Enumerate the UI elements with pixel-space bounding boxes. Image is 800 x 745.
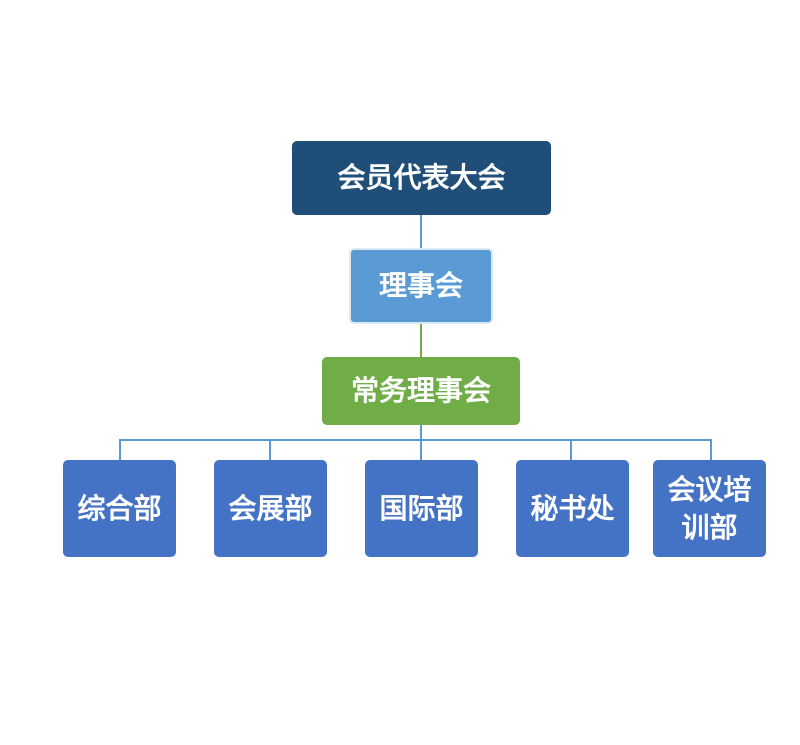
- node-department: 秘书处: [516, 460, 629, 557]
- department-label: 秘书处: [530, 491, 615, 525]
- node-assembly-label: 会员代表大会: [337, 161, 506, 195]
- node-council: 理事会: [349, 248, 493, 324]
- department-label: 综合部: [77, 491, 162, 525]
- department-label: 会展部: [228, 491, 313, 525]
- node-department: 会议培训部: [653, 460, 766, 557]
- node-standing-council-label: 常务理事会: [350, 374, 491, 408]
- node-department: 国际部: [365, 460, 478, 557]
- node-standing-council: 常务理事会: [322, 357, 520, 425]
- department-label: 会议培训部: [667, 472, 752, 544]
- node-department: 会展部: [214, 460, 327, 557]
- node-assembly: 会员代表大会: [292, 141, 551, 215]
- node-council-label: 理事会: [378, 269, 463, 303]
- department-label: 国际部: [379, 491, 464, 525]
- node-department: 综合部: [63, 460, 176, 557]
